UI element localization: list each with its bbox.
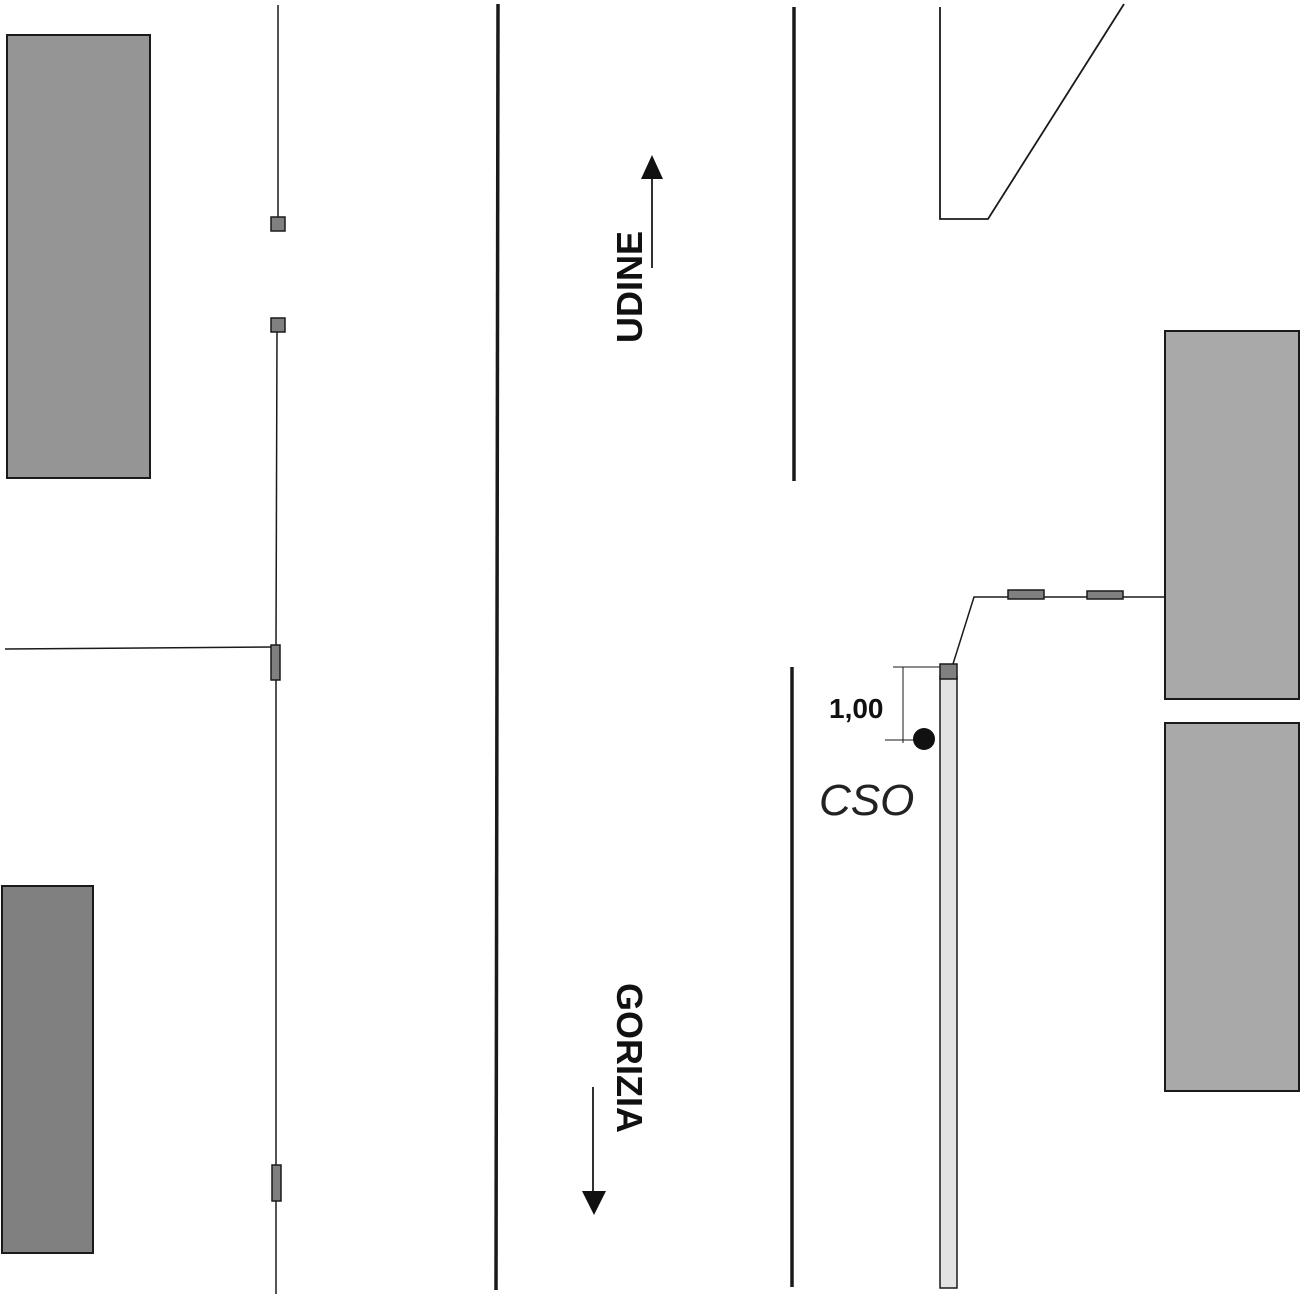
right-wire-insulator-2 [1086,590,1124,600]
left-pole-2 [270,317,286,333]
road-edge-left [494,3,500,1291]
left-branch-wire [4,646,272,650]
building-left-top [6,34,151,479]
building-right-top [1164,330,1300,700]
cso-label: CSO [819,776,914,825]
distance-label: 1,00 [829,693,884,724]
udine-arrow-head [641,155,663,179]
left-pole-4 [271,1164,282,1202]
building-right-bottom [1164,722,1300,1092]
building-left-bottom [1,885,94,1254]
gorizia-label: GORIZIA [609,983,650,1133]
sidewalk-strip [939,676,958,1289]
left-pole-3 [270,644,281,681]
right-pole [939,663,958,680]
left-pole-1 [270,216,286,232]
right-wire [952,596,1008,665]
curb-outline-top-right [939,3,1125,220]
right-wire-insulator-1 [1007,589,1045,600]
udine-label: UDINE [609,231,650,343]
left-wire-middle [275,331,278,646]
gorizia-arrow-head [582,1191,606,1215]
measurement-point-marker [913,728,935,750]
